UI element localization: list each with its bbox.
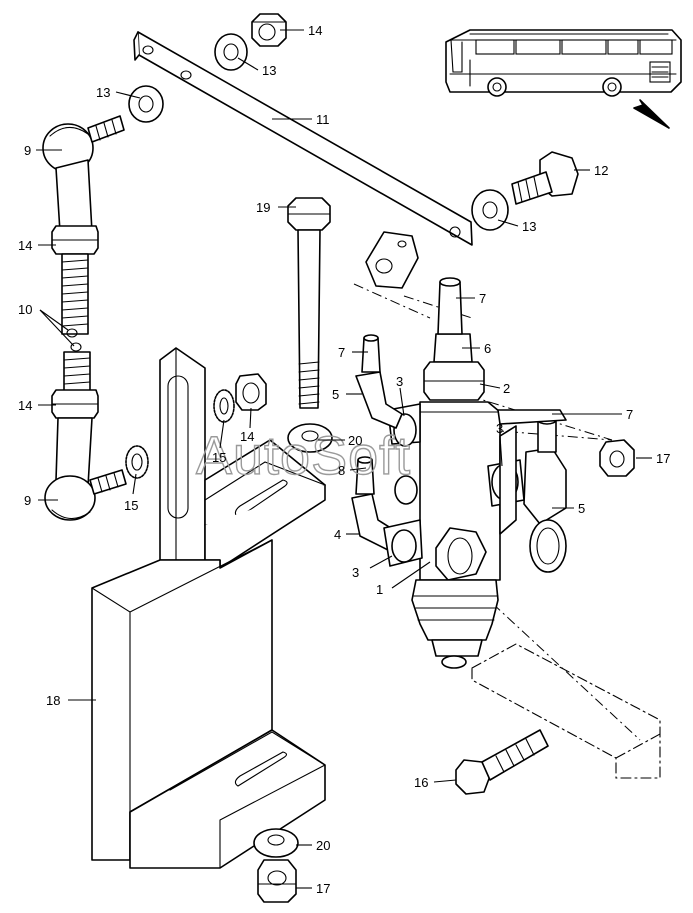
callout-1: 1 bbox=[376, 582, 383, 597]
bus-illustration bbox=[445, 29, 682, 129]
valve-assembly bbox=[351, 277, 567, 669]
bolt-12 bbox=[511, 151, 579, 205]
watermark: AutoSoft bbox=[196, 426, 411, 486]
callout-20: 20 bbox=[348, 433, 362, 448]
callout-16: 16 bbox=[414, 775, 428, 790]
callout-9: 9 bbox=[24, 493, 31, 508]
callout-10: 10 bbox=[18, 302, 32, 317]
callout-17: 17 bbox=[656, 451, 670, 466]
callout-15: 15 bbox=[212, 450, 226, 465]
washer-13-left bbox=[128, 85, 164, 123]
hex-block bbox=[365, 231, 419, 289]
callout-4: 4 bbox=[334, 527, 341, 542]
callout-7: 7 bbox=[338, 345, 345, 360]
callout-6: 6 bbox=[484, 341, 491, 356]
callout-14: 14 bbox=[18, 398, 32, 413]
callout-5: 5 bbox=[332, 387, 339, 402]
callout-14: 14 bbox=[240, 429, 254, 444]
leader-lines bbox=[36, 29, 652, 889]
lock-washer-15-left bbox=[125, 445, 149, 479]
callout-7: 7 bbox=[479, 291, 486, 306]
callout-19: 19 bbox=[256, 200, 270, 215]
callout-15: 15 bbox=[124, 498, 138, 513]
callout-20: 20 bbox=[316, 838, 330, 853]
callout-3: 3 bbox=[396, 374, 403, 389]
washer-13-right bbox=[471, 189, 509, 231]
nut-17-right bbox=[599, 439, 635, 477]
callout-7: 7 bbox=[626, 407, 633, 422]
bracket-18 bbox=[91, 347, 326, 869]
callout-13: 13 bbox=[96, 85, 110, 100]
callout-labels: 14 13 13 11 9 14 10 14 9 15 15 14 19 20 … bbox=[18, 23, 670, 896]
callout-14: 14 bbox=[18, 238, 32, 253]
callout-2: 2 bbox=[503, 381, 510, 396]
bracket-plate-11 bbox=[133, 31, 473, 246]
support-bracket bbox=[471, 643, 661, 779]
callout-5: 5 bbox=[578, 501, 585, 516]
callout-12: 12 bbox=[594, 163, 608, 178]
nut-14-top bbox=[251, 13, 287, 47]
lock-washer-15-center bbox=[213, 389, 235, 423]
callout-17: 17 bbox=[316, 881, 330, 896]
washer-20-bottom bbox=[253, 828, 299, 858]
callout-11: 11 bbox=[316, 112, 330, 127]
callout-18: 18 bbox=[46, 693, 60, 708]
callout-8: 8 bbox=[338, 463, 345, 478]
nut-14-center bbox=[235, 373, 267, 411]
bolt-16 bbox=[455, 729, 549, 795]
washer-20-center bbox=[287, 423, 333, 453]
callout-13: 13 bbox=[262, 63, 276, 78]
callout-14: 14 bbox=[308, 23, 322, 38]
callout-3: 3 bbox=[352, 565, 359, 580]
callout-3: 3 bbox=[496, 421, 503, 436]
washer-13-top bbox=[214, 33, 248, 71]
bolt-19 bbox=[287, 197, 331, 409]
callout-9: 9 bbox=[24, 143, 31, 158]
link-rod-assembly bbox=[42, 115, 127, 521]
nut-17-bottom bbox=[257, 859, 297, 903]
callout-13: 13 bbox=[522, 219, 536, 234]
